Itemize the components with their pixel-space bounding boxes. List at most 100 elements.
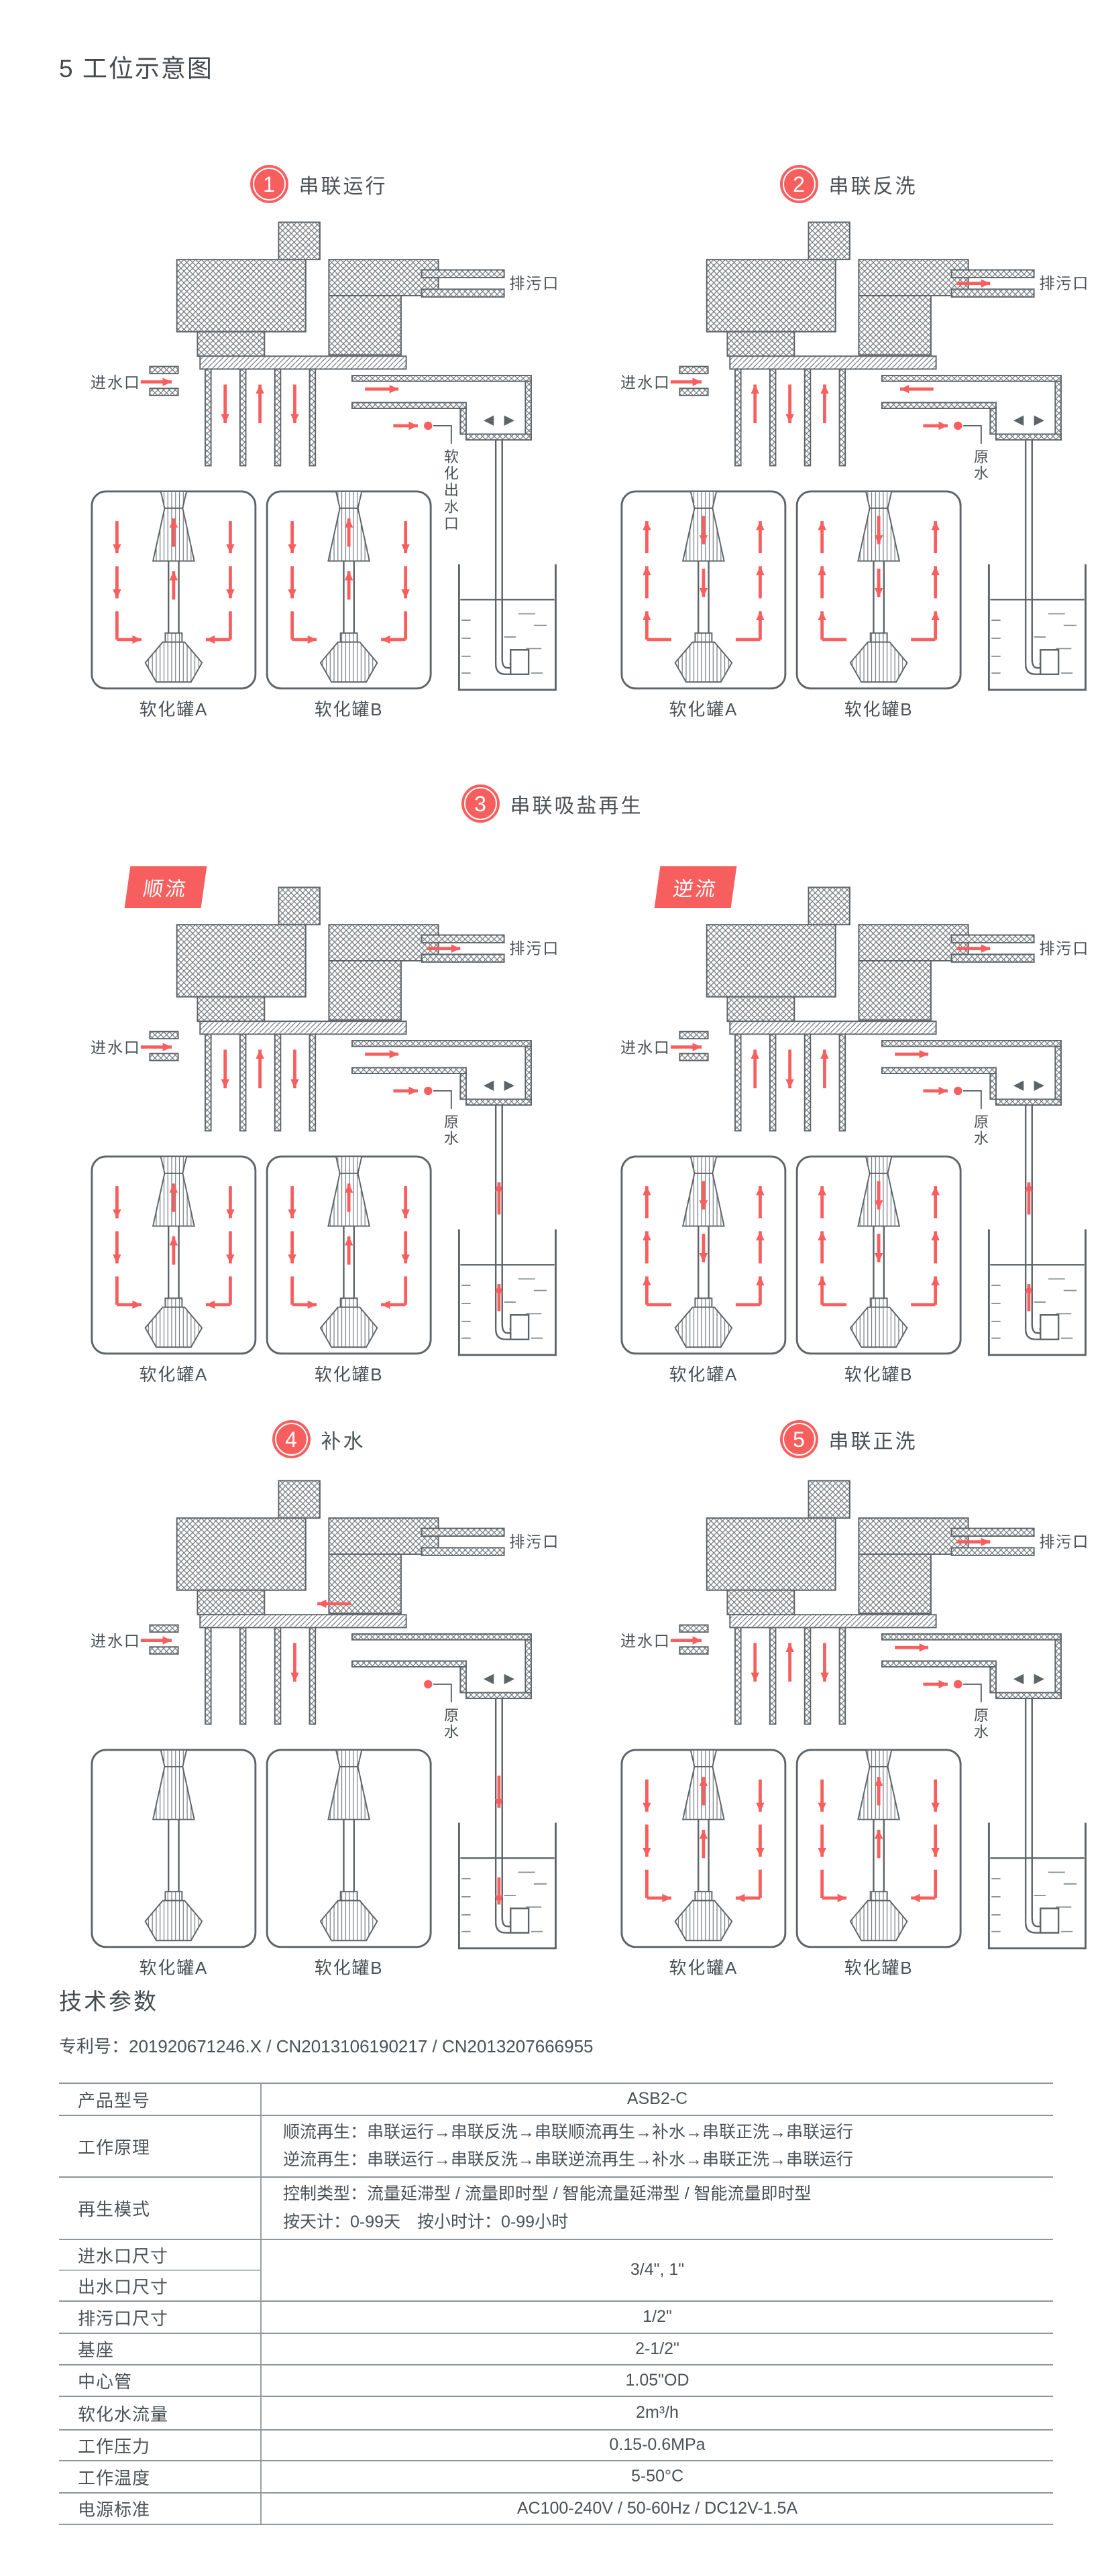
spec-row: 工作温度 5-50°C (59, 2461, 1053, 2494)
svg-text:进水口: 进水口 (620, 373, 671, 391)
spec-table: 产品型号 ASB2-C 工作原理 顺流再生：串联运行→串联反洗→串联顺流再生→补水→串… (59, 2083, 1053, 2525)
svg-text:口: 口 (444, 516, 459, 532)
svg-text:排污口: 排污口 (509, 1533, 559, 1550)
spec-row: 工作原理 顺流再生：串联运行→串联反洗→串联顺流再生→补水→串联正洗→串联运行逆流… (59, 2116, 1053, 2178)
step-header-5: 5 串联正洗 (604, 1420, 1093, 1458)
svg-text:软化罐A: 软化罐A (140, 1958, 209, 1978)
step-2-title: 串联反洗 (828, 175, 918, 198)
spec-value-line: 1.05"OD (625, 2370, 689, 2390)
spec-value: 1.05"OD (262, 2365, 1053, 2396)
spec-label-cell: 排污口尺寸 (59, 2302, 262, 2333)
spec-label: 工作原理 (78, 2137, 151, 2158)
spec-value-line: 0.15-0.6MPa (609, 2435, 706, 2455)
svg-text:软化罐B: 软化罐B (844, 700, 914, 719)
spec-label-cell: 进水口尺寸出水口尺寸 (59, 2240, 262, 2300)
svg-text:原: 原 (974, 1114, 989, 1130)
patent-number: 专利号：201920671246.X / CN2013106190217 / C… (59, 2036, 594, 2056)
svg-text:原: 原 (974, 449, 989, 465)
spec-value: 1/2" (262, 2302, 1053, 2333)
step-header-4: 4 补水 (74, 1420, 563, 1458)
step-5-badge-icon: 5 (779, 1420, 818, 1458)
spec-value-line: 2-1/2" (635, 2339, 679, 2358)
spec-label-cell: 再生模式 (59, 2178, 262, 2239)
spec-value-line: 5-50°C (630, 2467, 684, 2486)
diagram-series-backwash: 排污口进水口原水软化罐A 软化罐B (604, 213, 1093, 722)
svg-text:软化罐A: 软化罐A (140, 1365, 209, 1385)
svg-text:水: 水 (974, 1130, 989, 1147)
svg-text:进水口: 进水口 (91, 1039, 141, 1056)
spec-label: 工作压力 (78, 2436, 151, 2457)
spec-value: 2m³/h (262, 2397, 1053, 2429)
spec-value: ASB2-C (262, 2084, 1053, 2115)
step-4-badge-icon: 4 (272, 1420, 311, 1458)
svg-text:水: 水 (974, 465, 989, 482)
spec-value: 顺流再生：串联运行→串联反洗→串联顺流再生→补水→串联正洗→串联运行逆流再生：串… (262, 2116, 1053, 2176)
svg-text:水: 水 (444, 499, 459, 516)
step-5-title: 串联正洗 (828, 1430, 918, 1453)
spec-label-cell: 中心管 (59, 2365, 262, 2396)
spec-label-cell: 工作压力 (59, 2431, 262, 2460)
step-1-badge-icon: 1 (250, 165, 288, 203)
tech-params-heading: 技术参数 (59, 1989, 158, 2015)
spec-value: 2-1/2" (262, 2334, 1053, 2364)
spec-value-line: AC100-240V / 50-60Hz / DC12V-1.5A (516, 2498, 798, 2518)
svg-text:原: 原 (444, 1114, 459, 1130)
spec-label: 产品型号 (78, 2090, 151, 2111)
svg-text:软化罐A: 软化罐A (669, 700, 738, 719)
spec-label-cell: 电源标准 (59, 2494, 262, 2524)
spec-label: 工作温度 (78, 2467, 151, 2488)
spec-label: 电源标准 (78, 2500, 151, 2520)
svg-text:软化罐B: 软化罐B (315, 1365, 384, 1385)
spec-label: 再生模式 (78, 2199, 151, 2219)
svg-text:原: 原 (444, 1707, 459, 1724)
spec-label: 进水口尺寸 (59, 2240, 260, 2271)
spec-value-line: 逆流再生：串联运行→串联反洗→串联逆流再生→补水→串联正洗→串联运行 (283, 2150, 854, 2169)
spec-label: 软化水流量 (78, 2404, 169, 2424)
svg-text:排污口: 排污口 (509, 274, 559, 292)
spec-row: 软化水流量 2m³/h (59, 2397, 1053, 2431)
spec-value: 5-50°C (262, 2461, 1053, 2492)
svg-text:软化罐B: 软化罐B (315, 1958, 384, 1978)
spec-label: 出水口尺寸 (78, 2276, 169, 2297)
svg-text:进水口: 进水口 (620, 1632, 671, 1649)
svg-text:排污口: 排污口 (1039, 274, 1089, 292)
svg-text:软化罐B: 软化罐B (315, 700, 384, 719)
svg-text:水: 水 (974, 1724, 989, 1741)
spec-value-line: 控制类型：流量延滞型 / 流量即时型 / 智能流量延滞型 / 智能流量即时型 (283, 2184, 812, 2204)
spec-value-line: 按天计：0-99天 按小时计：0-99小时 (283, 2212, 569, 2231)
step-header-1: 1 串联运行 (74, 165, 563, 203)
step-3-title: 串联吸盐再生 (510, 795, 643, 817)
page-title: 5 工位示意图 (59, 55, 213, 82)
spec-label-cell: 产品型号 (59, 2084, 262, 2115)
svg-text:软化罐B: 软化罐B (844, 1365, 914, 1385)
spec-value: 3/4", 1" (262, 2240, 1053, 2300)
svg-text:化: 化 (444, 465, 459, 482)
svg-text:排污口: 排污口 (1039, 939, 1089, 957)
spec-value-line: 2m³/h (636, 2403, 679, 2422)
spec-value: 控制类型：流量延滞型 / 流量即时型 / 智能流量延滞型 / 智能流量即时型按天… (262, 2178, 1053, 2239)
spec-label-cell: 工作温度 (59, 2461, 262, 2492)
spec-label: 排污口尺寸 (78, 2308, 169, 2329)
step-3-badge-icon: 3 (461, 784, 500, 823)
svg-text:软化罐A: 软化罐A (669, 1365, 738, 1385)
svg-text:出: 出 (444, 482, 459, 499)
svg-text:原: 原 (974, 1707, 989, 1724)
step-1-title: 串联运行 (298, 175, 388, 198)
spec-row: 工作压力 0.15-0.6MPa (59, 2431, 1053, 2461)
spec-value: AC100-240V / 50-60Hz / DC12V-1.5A (262, 2494, 1053, 2524)
spec-value-line: 顺流再生：串联运行→串联反洗→串联顺流再生→补水→串联正洗→串联运行 (283, 2122, 854, 2142)
svg-text:水: 水 (444, 1724, 459, 1741)
step-4-title: 补水 (321, 1430, 366, 1453)
